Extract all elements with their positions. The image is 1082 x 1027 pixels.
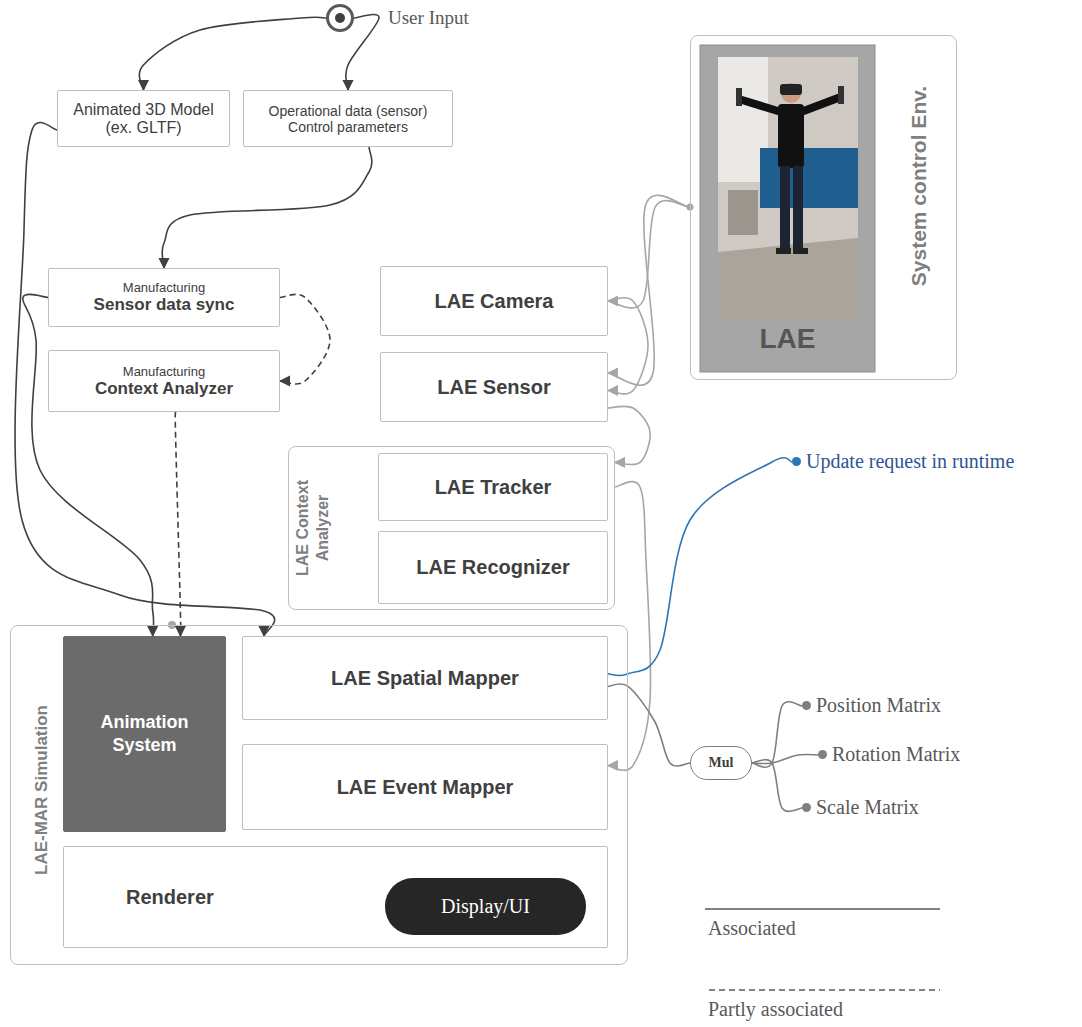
connector <box>139 17 326 90</box>
connector <box>608 684 690 766</box>
process-box: LAE Camera <box>380 266 608 336</box>
connector <box>608 298 648 394</box>
process-box: LAE Tracker <box>378 453 608 521</box>
connector <box>608 195 690 385</box>
matrix-point: Rotation Matrix <box>818 744 1008 766</box>
legend-line-solid <box>705 908 940 910</box>
node-text: LAE Sensor <box>437 376 550 399</box>
node-text: Animated 3D Model (ex. GLTF) <box>66 101 221 137</box>
matrix-point: Position Matrix <box>802 695 992 717</box>
node-text: Operational data (sensor) Control parame… <box>252 103 444 135</box>
connector <box>175 412 181 636</box>
node-text: Rotation Matrix <box>832 743 960 766</box>
node-text: LAE Camera <box>435 290 554 313</box>
node-text: Sensor data sync <box>94 295 235 315</box>
lae-box: LAE <box>700 45 875 372</box>
group-box: LAE Context Analyzer LAE TrackerLAE Recog… <box>288 446 615 610</box>
connector <box>608 458 792 676</box>
display-pill: Display/UI <box>385 878 586 935</box>
environment-box: System control Env. LAE <box>690 35 957 380</box>
legend-text: Partly associated <box>708 998 843 1021</box>
node-text: Scale Matrix <box>816 796 919 819</box>
node-text: LAE Event Mapper <box>337 776 514 799</box>
operator-pill: Mul <box>690 746 752 780</box>
process-box: ManufacturingContext Analyzer <box>48 350 280 412</box>
node-text: LAE Tracker <box>435 476 552 499</box>
process-box: Animation System <box>63 636 226 832</box>
node-text: Context Analyzer <box>95 379 233 399</box>
node-text: Position Matrix <box>816 694 941 717</box>
input-symbol: User Input <box>326 4 354 32</box>
connector <box>752 760 802 812</box>
legend-line-dashed <box>709 989 940 991</box>
connector <box>280 294 330 384</box>
node-text: Display/UI <box>441 895 530 918</box>
node-text: LAE Context Analyzer <box>293 466 333 591</box>
lae-panel <box>700 45 875 372</box>
node-text: Animation System <box>87 711 202 758</box>
process-box: LAE Spatial Mapper <box>242 636 608 720</box>
node-text: Manufacturing <box>123 364 205 379</box>
node-text: Renderer <box>126 886 214 909</box>
legend-text: Associated <box>708 917 796 940</box>
renderer-box: Renderer Display/UI <box>63 846 608 948</box>
node-text: LAE Recognizer <box>416 556 569 579</box>
node-text: User Input <box>388 7 469 29</box>
process-box: LAE Sensor <box>380 352 608 422</box>
node-text: LAE <box>700 323 875 355</box>
node-text: Update request in runtime <box>806 450 1014 473</box>
input-box: Animated 3D Model (ex. GLTF) <box>57 90 230 147</box>
input-box: Operational data (sensor) Control parame… <box>243 90 453 147</box>
connector <box>752 702 802 767</box>
process-box: LAE Event Mapper <box>242 744 608 830</box>
connector <box>162 147 372 268</box>
connector <box>23 294 154 636</box>
node-text: LAE-MAR Simulation <box>32 705 52 875</box>
node-text: LAE Spatial Mapper <box>331 667 519 690</box>
process-box: ManufacturingSensor data sync <box>48 268 280 327</box>
connector <box>752 754 818 763</box>
callout-point: Update request in runtime <box>792 451 1080 473</box>
node-text: Manufacturing <box>123 280 205 295</box>
lae-photo <box>718 57 858 319</box>
process-box: LAE Recognizer <box>378 531 608 604</box>
group-box: LAE-MAR Simulation Animation System LAE Sp… <box>10 625 628 965</box>
node-text: System control Env. <box>907 86 931 286</box>
matrix-point: Scale Matrix <box>802 797 992 819</box>
node-text: Mul <box>709 755 734 771</box>
